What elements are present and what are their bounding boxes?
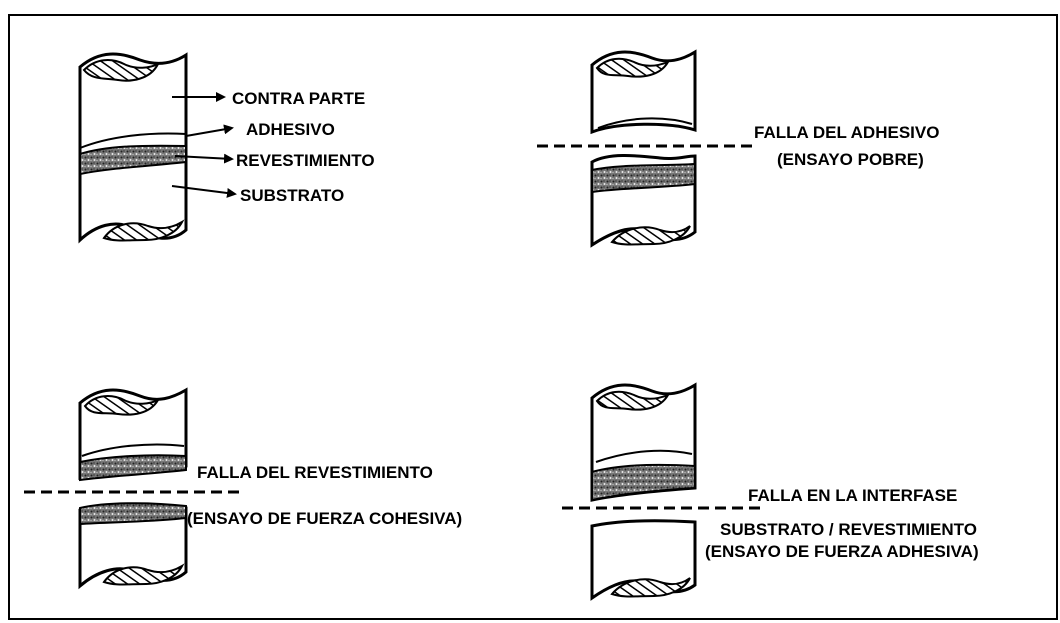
coating-failure-specimen: FALLA DEL REVESTIMIENTO (ENSAYO DE FUERZ… [24, 387, 462, 590]
upper-adhesive-line [81, 443, 185, 457]
lower-coating-band [591, 162, 696, 194]
lower-hatched-face [102, 563, 185, 586]
lower-part [590, 519, 697, 601]
upper-adhesive-residue [597, 117, 693, 129]
top-hatched-face [82, 59, 161, 82]
reference-specimen: CONTRA PARTE ADHESIVO REVESTIMIENTO SUBS… [78, 52, 375, 244]
arrow-substrate [171, 185, 237, 198]
adhesive-layer-line [79, 132, 187, 149]
label-adhesive: ADHESIVO [246, 120, 335, 139]
bottom-hatched-face [102, 219, 185, 242]
lower-hatched-face [610, 225, 691, 246]
lower-coating-band [79, 502, 187, 526]
upper-adhesive-line [595, 449, 693, 463]
interface-failure-specimen: FALLA EN LA INTERFASE SUBSTRATO / REVEST… [562, 382, 979, 601]
upper-hatched-face [595, 390, 671, 411]
label-coating: REVESTIMIENTO [236, 151, 375, 170]
interface-failure-title: FALLA EN LA INTERFASE [748, 486, 957, 505]
interface-failure-subtitle: SUBSTRATO / REVESTIMIENTO [720, 520, 977, 539]
upper-coating-band [591, 463, 696, 502]
upper-hatched-face [83, 395, 161, 416]
label-counterpart: CONTRA PARTE [232, 89, 365, 108]
adhesive-failure-title: FALLA DEL ADHESIVO [754, 123, 939, 142]
adhesive-failure-note: (ENSAYO POBRE) [777, 150, 924, 169]
arrow-coating [174, 153, 234, 164]
interface-failure-note: (ENSAYO DE FUERZA ADHESIVA) [705, 542, 979, 561]
lower-hatched-face [610, 577, 691, 598]
label-substrate: SUBSTRATO [240, 186, 344, 205]
coating-failure-title: FALLA DEL REVESTIMIENTO [197, 463, 433, 482]
upper-coating-band [79, 454, 187, 482]
upper-hatched-face [595, 57, 671, 78]
coating-layer-band [79, 144, 187, 176]
arrow-adhesive [185, 124, 234, 137]
coating-failure-note: (ENSAYO DE FUERZA COHESIVA) [187, 509, 462, 528]
adhesive-failure-specimen: FALLA DEL ADHESIVO (ENSAYO POBRE) [537, 49, 939, 248]
